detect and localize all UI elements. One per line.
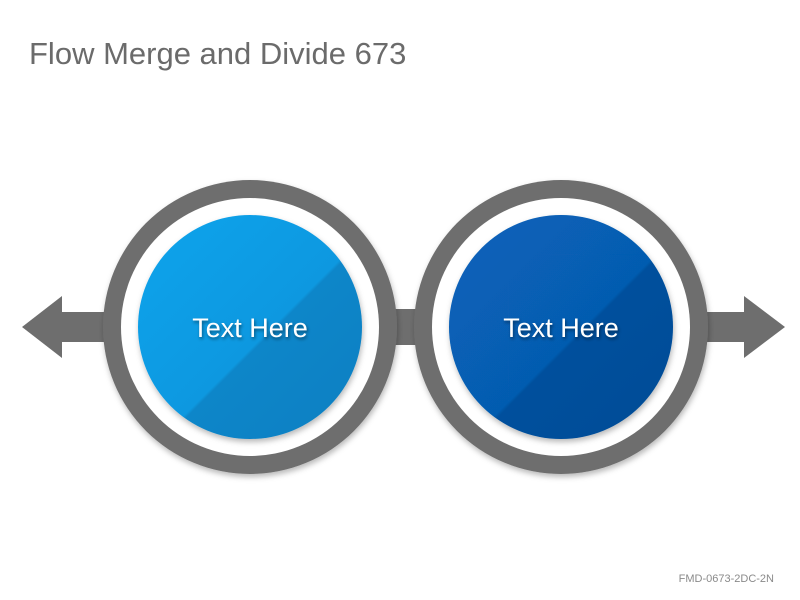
flow-node-right: Text Here: [414, 180, 708, 474]
flow-node-left: Text Here: [103, 180, 397, 474]
node-disc-left: [138, 215, 362, 439]
node-label-left: Text Here: [192, 313, 308, 343]
slide-title: Flow Merge and Divide 673: [29, 36, 407, 71]
node-label-right: Text Here: [503, 313, 619, 343]
node-disc-right: [449, 215, 673, 439]
footer-code: FMD-0673-2DC-2N: [678, 573, 774, 585]
